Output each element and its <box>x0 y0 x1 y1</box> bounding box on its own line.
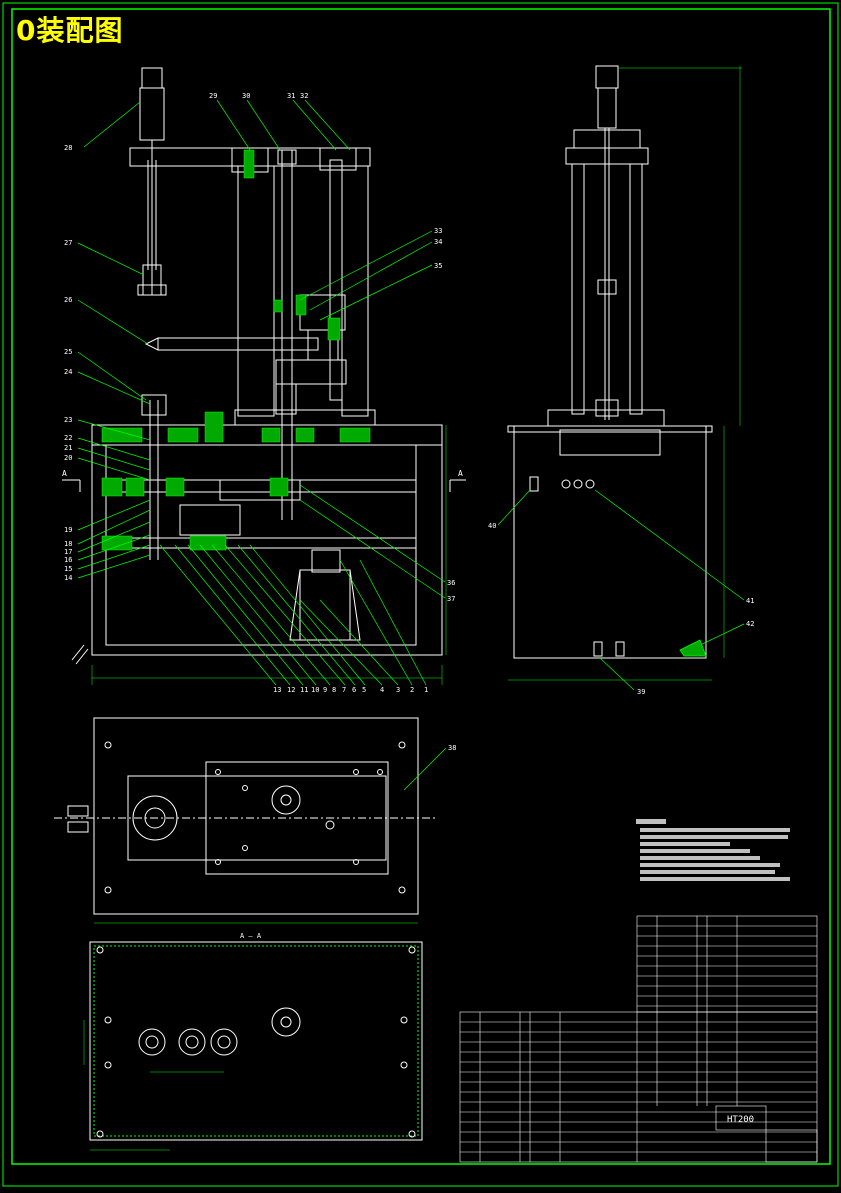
callout-9: 9 <box>323 686 327 694</box>
callout-6: 6 <box>352 686 356 694</box>
section-label: A — A <box>240 932 262 940</box>
callout-7: 7 <box>342 686 346 694</box>
top-view-leaders <box>403 747 447 791</box>
callout-24: 24 <box>64 368 72 376</box>
material-label: HT200 <box>727 1115 754 1125</box>
hatch-blocks <box>101 149 371 551</box>
callout-32: 32 <box>300 92 308 100</box>
side-view <box>507 65 742 681</box>
callout-19: 19 <box>64 526 72 534</box>
callout-13: 13 <box>273 686 281 694</box>
side-view-callouts: 40 41 42 39 <box>488 522 754 696</box>
section-mark-right: A <box>458 469 463 478</box>
callout-11: 11 <box>300 686 308 694</box>
callout-31: 31 <box>287 92 295 100</box>
top-view-callouts: 38 <box>448 744 456 752</box>
callout-27: 27 <box>64 239 72 247</box>
callout-39: 39 <box>637 688 645 696</box>
front-view <box>62 67 466 685</box>
callout-35: 35 <box>434 262 442 270</box>
callout-4: 4 <box>380 686 384 694</box>
callout-41: 41 <box>746 597 754 605</box>
technical-notes <box>636 819 790 881</box>
callout-30: 30 <box>242 92 250 100</box>
callout-17: 17 <box>64 548 72 556</box>
title-block-text: HT200 <box>727 1115 754 1125</box>
callout-15: 15 <box>64 565 72 573</box>
section-mark-left: A <box>62 469 67 478</box>
callout-36: 36 <box>447 579 455 587</box>
callout-8: 8 <box>332 686 336 694</box>
callout-18: 18 <box>64 540 72 548</box>
callout-21: 21 <box>64 444 72 452</box>
callout-42: 42 <box>746 620 754 628</box>
section-view <box>83 941 423 1151</box>
callout-10: 10 <box>311 686 319 694</box>
callout-26: 26 <box>64 296 72 304</box>
callout-2: 2 <box>410 686 414 694</box>
callout-23: 23 <box>64 416 72 424</box>
callout-40: 40 <box>488 522 496 530</box>
callout-25: 25 <box>64 348 72 356</box>
callout-37: 37 <box>447 595 455 603</box>
callout-14: 14 <box>64 574 72 582</box>
callout-38: 38 <box>448 744 456 752</box>
callout-22: 22 <box>64 434 72 442</box>
callout-1: 1 <box>424 686 428 694</box>
side-view-leaders <box>497 489 745 691</box>
callout-5: 5 <box>362 686 366 694</box>
callout-3: 3 <box>396 686 400 694</box>
top-view <box>54 717 438 924</box>
parts-list <box>459 915 818 1163</box>
drawing-title: 0装配图 <box>16 14 124 47</box>
callout-33: 33 <box>434 227 442 235</box>
callout-34: 34 <box>434 238 442 246</box>
callout-29: 29 <box>209 92 217 100</box>
callout-28: 28 <box>64 144 72 152</box>
callout-20: 20 <box>64 454 72 462</box>
front-view-leaders <box>77 99 446 686</box>
callout-16: 16 <box>64 556 72 564</box>
callout-12: 12 <box>287 686 295 694</box>
front-view-callouts: 28 27 26 25 24 23 22 21 20 19 18 17 16 1… <box>62 92 463 694</box>
inner-border <box>11 8 831 1165</box>
